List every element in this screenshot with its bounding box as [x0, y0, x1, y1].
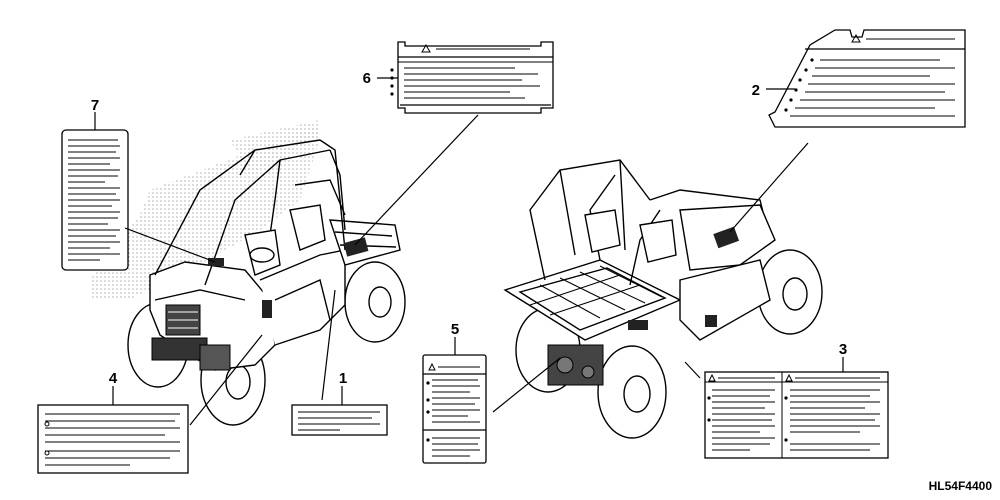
callout-3: 3 [839, 341, 847, 358]
label-4 [37, 404, 189, 474]
vehicle-front-view [90, 120, 406, 426]
label-1 [291, 404, 388, 436]
label-6 [390, 41, 554, 114]
callout-7: 7 [91, 97, 99, 114]
label-2 [768, 29, 966, 128]
label-5 [422, 354, 487, 464]
diagram-code: HL54F4400 [929, 479, 993, 493]
callout-1: 1 [339, 370, 347, 387]
label-7 [61, 129, 129, 271]
label-3 [704, 371, 889, 459]
vehicle-rear-view [503, 159, 823, 439]
callout-2: 2 [752, 82, 760, 99]
callout-6: 6 [363, 70, 371, 87]
callout-5: 5 [451, 321, 459, 338]
callout-4: 4 [109, 370, 118, 387]
